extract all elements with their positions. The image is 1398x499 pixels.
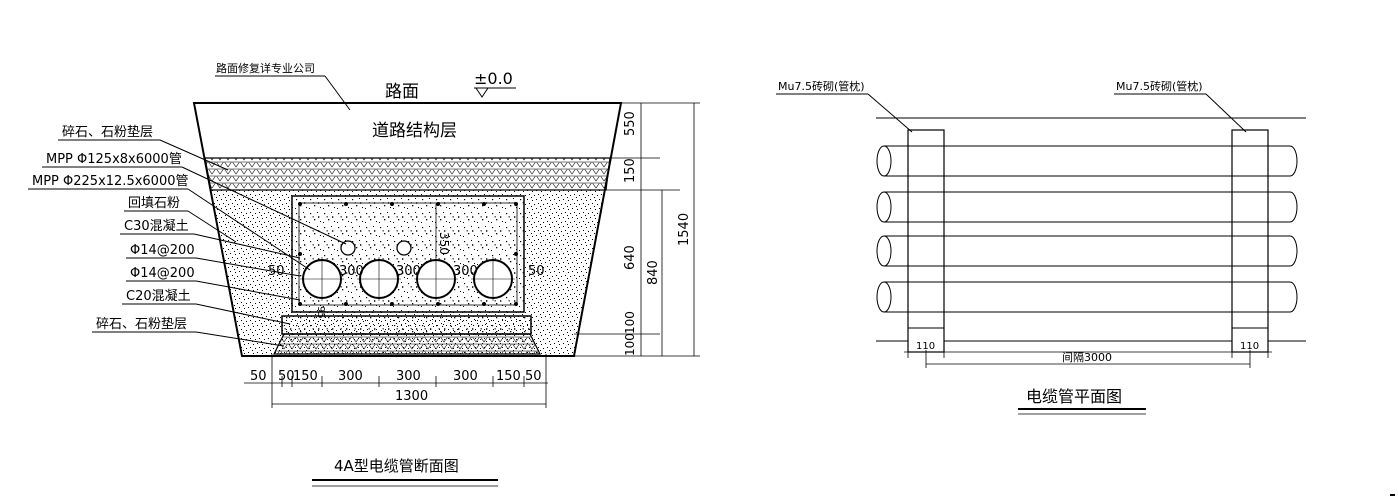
plan-right-label: Mu7.5砖砌(管枕) — [1116, 79, 1203, 93]
plan-spacing: 间隔3000 — [1062, 351, 1112, 364]
label-c20: C20混凝土 — [126, 288, 191, 304]
bottom-dim-5: 300 — [453, 369, 478, 384]
section-title: 4A型电缆管断面图 — [334, 457, 459, 475]
road-surface-label: 路面 — [385, 82, 419, 102]
plan-left-label: Mu7.5砖砌(管枕) — [778, 79, 865, 93]
dim-550: 550 — [623, 111, 638, 136]
inner-dim-1: 300 — [339, 264, 364, 279]
pipe-large-4 — [471, 257, 515, 301]
label-gravel-bottom: 碎石、石粉垫层 — [96, 316, 187, 332]
plan-view: Mu7.5砖砌(管枕) Mu7.5砖砌(管枕) 110 110 间隔3000 电… — [776, 79, 1306, 415]
cross-section: 路面修复详专业公司 路面 ±0.0 道路结构层 — [28, 61, 700, 487]
label-rebar-2: Φ14@200 — [130, 266, 195, 281]
right-brick-pillow — [1231, 129, 1269, 353]
bottom-dim-4: 300 — [396, 369, 421, 384]
bottom-dim-3: 300 — [338, 369, 363, 384]
inner-dim-3: 300 — [453, 264, 478, 279]
label-backfill: 回填石粉 — [128, 196, 180, 211]
plan-right-leader — [1205, 93, 1247, 133]
pipe-large-1 — [300, 257, 344, 301]
bottom-dimensions: 50 50 150 300 300 300 150 50 1300 — [244, 354, 548, 408]
elevation-label: ±0.0 — [474, 69, 513, 88]
label-rebar-1: Φ14@200 — [130, 243, 195, 258]
road-structure-label: 道路结构层 — [372, 121, 457, 141]
pipe-small-2 — [396, 240, 412, 256]
plan-pipe-3 — [876, 235, 1298, 267]
plan-title: 电缆管平面图 — [1026, 387, 1122, 406]
dim-840: 840 — [646, 260, 661, 285]
pipe-small-1 — [340, 240, 356, 256]
inner-dim-right: 50 — [528, 264, 545, 279]
plan-pipe-4 — [876, 281, 1298, 313]
bottom-dim-total: 1300 — [395, 389, 428, 404]
rebar-dots — [298, 202, 518, 306]
corner-mark — [1390, 494, 1395, 496]
left-brick-pillow — [907, 129, 945, 353]
bottom-gravel-layer — [273, 333, 541, 355]
plan-pipes — [876, 145, 1298, 313]
pipe-large-2 — [357, 257, 401, 301]
pipe-large-3 — [414, 257, 458, 301]
dim-100-b: 100 — [623, 333, 637, 356]
large-pipes — [300, 257, 515, 301]
bottom-dim-6: 150 — [496, 369, 521, 384]
plan-pipe-2 — [876, 191, 1298, 223]
top-gravel-layer — [204, 157, 611, 191]
plan-pipe-1 — [876, 145, 1298, 177]
bottom-dim-7: 50 — [525, 369, 542, 384]
inner-dim-vertical: 350 — [437, 232, 451, 255]
callout-labels: 碎石、石粉垫层 MPP Φ125x8x6000管 MPP Φ225x12.5x6… — [28, 124, 347, 347]
company-leader — [324, 75, 351, 111]
label-c30: C30混凝土 — [124, 218, 189, 234]
dim-150: 150 — [623, 158, 638, 183]
dim-100-a: 100 — [623, 311, 637, 334]
dim-1540: 1540 — [677, 213, 692, 246]
elevation-triangle — [475, 87, 489, 98]
company-label: 路面修复详专业公司 — [216, 61, 315, 75]
label-gravel-top: 碎石、石粉垫层 — [62, 124, 153, 140]
inner-dim-2: 300 — [396, 264, 421, 279]
plan-dim-left: 110 — [916, 341, 935, 352]
inner-dim-bottom: 95 — [315, 306, 326, 319]
dim-640: 640 — [623, 245, 638, 270]
plan-left-leader — [867, 93, 913, 133]
bottom-dim-2: 150 — [293, 369, 318, 384]
bottom-dim-0: 50 — [250, 369, 267, 384]
plan-dim-right: 110 — [1240, 341, 1259, 352]
right-dimensions: 550 150 640 840 100 100 1540 — [574, 102, 700, 357]
label-mpp-125: MPP Φ125x8x6000管 — [46, 152, 182, 167]
label-mpp-225: MPP Φ225x12.5x6000管 — [32, 174, 189, 189]
bottom-dim-1: 50 — [278, 369, 295, 384]
